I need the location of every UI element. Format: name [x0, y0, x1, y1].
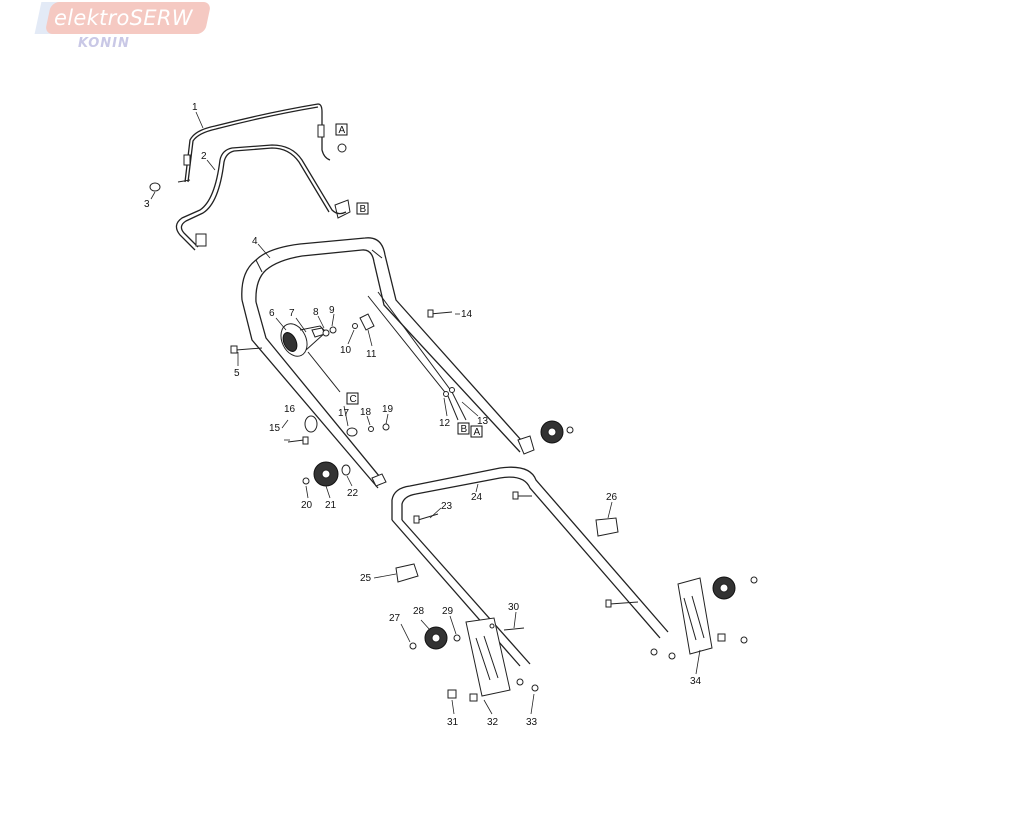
- part-23-bolt: [413, 513, 439, 524]
- ref-label: C: [350, 394, 357, 405]
- part-label: 34: [690, 676, 702, 687]
- ref-box-b-lower: B: [457, 422, 470, 435]
- logo-city-text: KONIN: [78, 36, 130, 51]
- part-label: 21: [325, 500, 337, 511]
- part-5-bolt: [230, 345, 263, 354]
- ref-label: A: [474, 427, 481, 438]
- upper-handle-knob-right: [540, 420, 574, 444]
- logo: elektroSERW KONIN: [34, 2, 212, 51]
- small-hardware-cluster: [311, 313, 375, 338]
- part-label: 23: [441, 501, 453, 512]
- part-label: 28: [413, 606, 425, 617]
- part-labels: 1 2 3 4 5 6 7 8 9 10 11 12 13 14 15 16 1…: [144, 102, 702, 728]
- part-label: 7: [289, 308, 295, 319]
- part-label: 24: [471, 492, 483, 503]
- part-25-clip: [395, 563, 419, 583]
- part-label: 33: [526, 717, 538, 728]
- ref-label: A: [339, 125, 346, 136]
- ref-box-a-top: A: [335, 123, 348, 136]
- part-label: 14: [461, 309, 473, 320]
- part-label: 5: [234, 368, 240, 379]
- parts-20-22-knob: [302, 461, 351, 487]
- part-label: 4: [252, 236, 258, 247]
- part-14-bolt: [427, 309, 453, 318]
- leader-lines: [150, 111, 701, 715]
- ref-label: B: [461, 424, 468, 435]
- part-label: 17: [338, 408, 350, 419]
- ref-box-c: C: [346, 392, 359, 405]
- part-label: 20: [301, 500, 313, 511]
- part-2-bail: [149, 144, 351, 251]
- part-label: 3: [144, 199, 150, 210]
- part-12-13-cables: [367, 291, 467, 421]
- part-label: 18: [360, 407, 372, 418]
- part-label: 32: [487, 717, 499, 728]
- part-label: 19: [382, 404, 394, 415]
- logo-brand-text: elektroSERW: [54, 6, 193, 30]
- ref-box-a-lower: A: [470, 425, 483, 438]
- part-label: 8: [313, 307, 319, 318]
- part-26-clip: [595, 517, 619, 537]
- part-4-upper-handle: [241, 237, 535, 489]
- part-1-bail: [177, 103, 347, 183]
- part-label: 10: [340, 345, 352, 356]
- part-label: 27: [389, 613, 401, 624]
- part-label: 26: [606, 492, 618, 503]
- part-label: 16: [284, 404, 296, 415]
- part-label: 1: [192, 102, 198, 113]
- part-label: 11: [366, 349, 377, 360]
- left-bracket-assembly: [409, 617, 539, 702]
- part-label: 30: [508, 602, 520, 613]
- part-label: 29: [442, 606, 454, 617]
- ref-label: B: [360, 204, 367, 215]
- part-label: 13: [477, 416, 489, 427]
- part-label: 31: [447, 717, 459, 728]
- part-label: 22: [347, 488, 359, 499]
- right-bracket-assembly: [605, 576, 758, 660]
- ref-box-b-top: B: [356, 202, 369, 215]
- part-label: 9: [329, 305, 335, 316]
- part-label: 25: [360, 573, 372, 584]
- part-label: 15: [269, 423, 281, 434]
- parts-15-19-hardware: [287, 415, 390, 445]
- part-label: 2: [201, 151, 207, 162]
- part-label: 6: [269, 308, 275, 319]
- part-label: 12: [439, 418, 451, 429]
